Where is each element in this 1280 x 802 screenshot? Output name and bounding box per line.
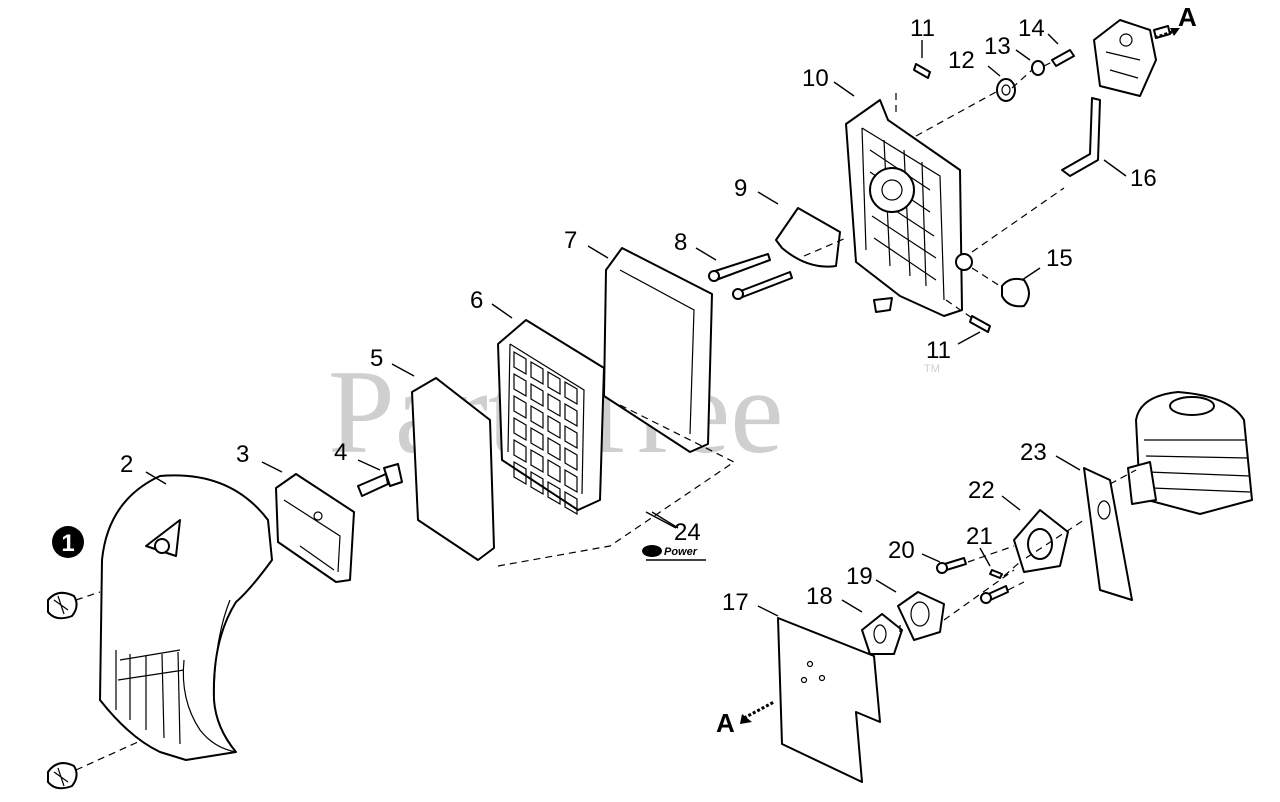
- part-9-bracket[interactable]: [775, 207, 841, 268]
- filter-grid-cell: [564, 468, 578, 494]
- part-2-air-cleaner-cover[interactable]: [99, 474, 273, 761]
- kit-24-outline: [497, 403, 736, 567]
- part-12-grommet[interactable]: [996, 78, 1016, 102]
- callout-7: 7: [564, 227, 577, 254]
- filter-grid-cell: [513, 416, 527, 442]
- callout-17: 17: [722, 589, 749, 616]
- filter-grid-cell: [547, 414, 561, 440]
- part-20-screws[interactable]: [936, 557, 1009, 604]
- callout-23: 23: [1020, 439, 1047, 466]
- callout-9: 9: [734, 175, 747, 202]
- svg-text:Power: Power: [664, 546, 698, 558]
- callout-5: 5: [370, 345, 383, 372]
- filter-grid-cell: [513, 460, 527, 486]
- filter-grid-cell: [530, 470, 544, 496]
- filter-grid-cell: [513, 372, 527, 398]
- part-18-gasket[interactable]: [861, 613, 903, 655]
- arrow-a-top: [1153, 28, 1180, 40]
- part-15-primer-bulb[interactable]: [1001, 277, 1030, 308]
- filter-grid-cell: [547, 436, 561, 462]
- filter-grid-cell: [513, 438, 527, 464]
- part-knob-upper[interactable]: [47, 591, 101, 620]
- filter-grid-cell: [530, 360, 544, 386]
- callout-12: 12: [948, 47, 975, 74]
- callout-3: 3: [236, 441, 249, 468]
- callout-24: 24: [674, 519, 701, 546]
- part-17-heat-plate[interactable]: [777, 617, 881, 783]
- filter-grid-cell: [530, 404, 544, 430]
- callout-11-lower: 11: [926, 337, 951, 364]
- callout-2: 2: [120, 451, 133, 478]
- part-6-air-filter[interactable]: [497, 319, 605, 516]
- callout-10: 10: [802, 65, 829, 92]
- callout-14: 14: [1018, 15, 1045, 42]
- callout-4: 4: [334, 439, 347, 466]
- filter-grid-cell: [513, 394, 527, 420]
- arrow-a-top-label: A: [1178, 2, 1197, 32]
- callout-20: 20: [888, 537, 915, 564]
- callout-labels: 2 3 4 5 6 7 8 9 10 11 11 12 13 14 15 16 …: [120, 15, 1157, 616]
- filter-grid-cell: [547, 370, 561, 396]
- callout-22: 22: [968, 477, 995, 504]
- part-16-fuel-hose[interactable]: [1061, 97, 1101, 177]
- part-10-cleaner-case[interactable]: [845, 99, 973, 317]
- part-3-cover-plate[interactable]: [275, 473, 355, 583]
- filter-grid-cell: [564, 490, 578, 516]
- part-14-screw[interactable]: [1051, 49, 1075, 67]
- part-23-gasket[interactable]: [1083, 467, 1133, 601]
- engine-cylinder[interactable]: [1127, 391, 1253, 515]
- part-11-screw-lower[interactable]: [969, 315, 991, 333]
- filter-grid-cell: [547, 392, 561, 418]
- filter-grid-cell: [564, 424, 578, 450]
- leader-lines: [145, 33, 1127, 617]
- watermark-tm: TM: [924, 363, 940, 375]
- assembly-lines: [803, 61, 1137, 632]
- arrow-a-bottom-label: A: [716, 708, 735, 738]
- part-22-insulator[interactable]: [1013, 509, 1069, 573]
- callout-8: 8: [674, 229, 687, 256]
- filter-grid-cell: [564, 380, 578, 406]
- part-4-bolt[interactable]: [357, 463, 403, 497]
- callout-16: 16: [1130, 165, 1157, 192]
- part-13-washer[interactable]: [1031, 60, 1045, 76]
- filter-grid-cell: [547, 458, 561, 484]
- filter-grid-cell: [547, 480, 561, 506]
- callout-15: 15: [1046, 245, 1073, 272]
- carburetor[interactable]: [1093, 19, 1171, 97]
- callout-19: 19: [846, 563, 873, 590]
- filter-grid-cell: [530, 448, 544, 474]
- part-21-pin[interactable]: [989, 569, 1003, 579]
- part-7-filter-gasket[interactable]: [603, 247, 713, 453]
- part-5-pre-filter[interactable]: [411, 377, 495, 561]
- part-11-screw-upper[interactable]: [913, 63, 931, 79]
- power-logo: Power: [642, 545, 706, 561]
- filter-grid-cell: [564, 402, 578, 428]
- part-8-screws[interactable]: [708, 253, 793, 300]
- part-19-adapter[interactable]: [897, 591, 945, 641]
- filter-grid-cell: [513, 350, 527, 376]
- callout-11-upper: 11: [910, 15, 935, 42]
- callout-21: 21: [966, 523, 993, 550]
- callout-marker-circle: [52, 526, 84, 558]
- filter-grid-cell: [530, 382, 544, 408]
- filter-grid-cell: [564, 446, 578, 472]
- arrow-a-bottom: [740, 700, 775, 724]
- callout-6: 6: [470, 287, 483, 314]
- filter-grid-cell: [530, 426, 544, 452]
- callout-18: 18: [806, 583, 833, 610]
- callout-13: 13: [984, 33, 1011, 60]
- callout-marker-label: 1: [61, 530, 74, 557]
